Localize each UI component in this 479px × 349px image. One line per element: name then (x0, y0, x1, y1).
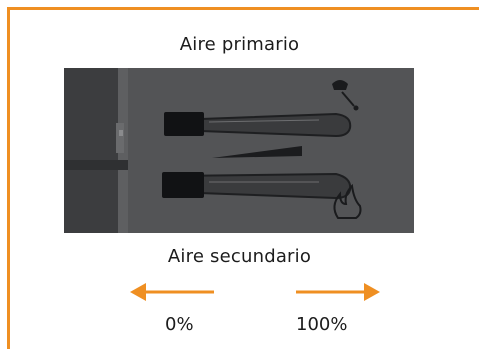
arrow-right-icon (296, 283, 380, 301)
air-level-wedge (212, 146, 302, 158)
stove-control-photo (64, 68, 414, 233)
percent-min-label: 0% (165, 314, 194, 335)
bowl-spoon-icon (332, 80, 359, 111)
flame-icon (333, 183, 362, 219)
arrow-left-icon (130, 283, 214, 301)
percent-max-label: 100% (296, 314, 348, 335)
primary-air-label: Aire primario (179, 34, 300, 55)
primary-air-lever[interactable] (164, 112, 352, 138)
secondary-air-label: Aire secundario (167, 246, 312, 267)
secondary-air-lever[interactable] (162, 172, 352, 200)
